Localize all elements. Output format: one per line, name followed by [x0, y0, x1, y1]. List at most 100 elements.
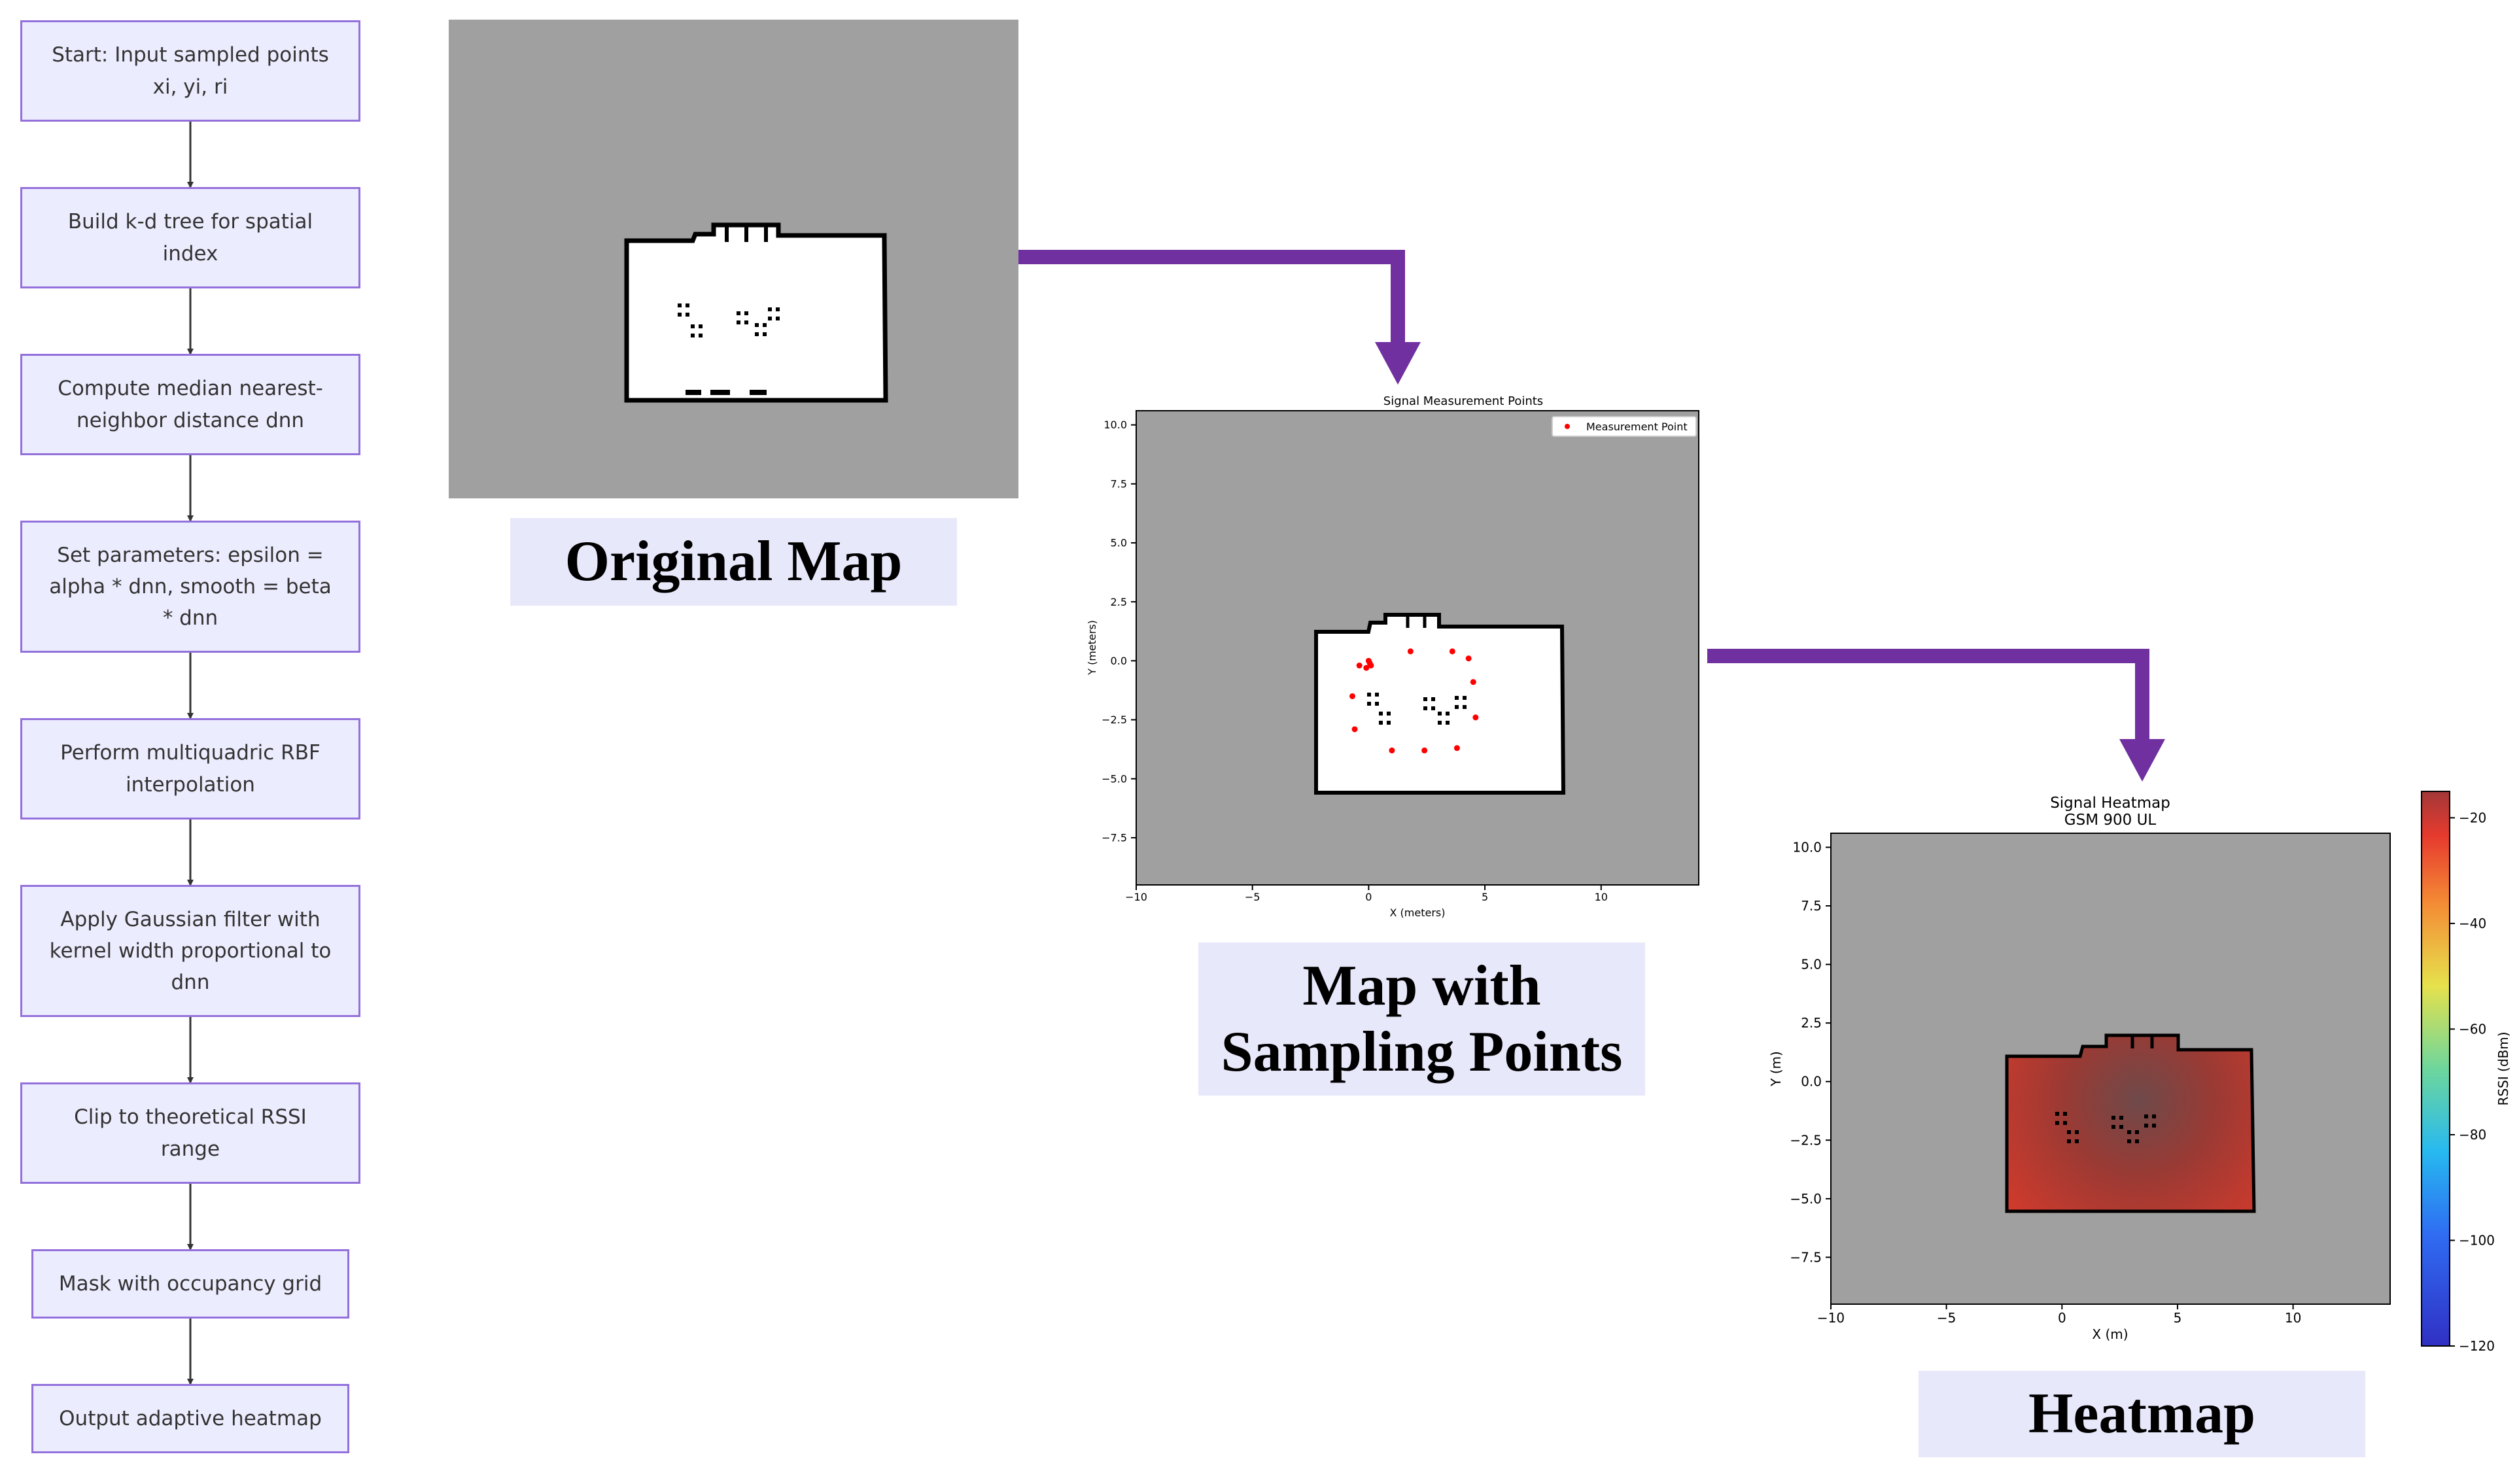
heatmap-plot-frame: [1830, 833, 2391, 1305]
colorbar-tick-label: −60: [2459, 1021, 2486, 1037]
measurement-point: [1363, 664, 1370, 671]
scatter-y-tick-label: −2.5: [1102, 714, 1127, 726]
legend: Measurement Point: [1552, 416, 1697, 437]
heatmap-x-tick-label: −5: [1937, 1310, 1956, 1326]
scatter-y-tick-label: 7.5: [1111, 477, 1127, 490]
heatmap-field: [2005, 1033, 2256, 1213]
scatter-x-tick-label: −5: [1245, 891, 1260, 903]
caption-text-line2: Sampling Points: [1221, 1020, 1623, 1084]
measurement-point: [1465, 655, 1472, 662]
measurement-point: [1356, 663, 1363, 669]
measurement-point: [1453, 745, 1460, 751]
arrow-original-to-sampling: [1018, 250, 1405, 342]
colorbar-tick-label: −80: [2459, 1127, 2486, 1143]
legend-marker: [1565, 424, 1570, 429]
colorbar-tick-label: −120: [2459, 1338, 2495, 1354]
heatmap-y-tick-label: −7.5: [1790, 1249, 1822, 1265]
colorbar-tick-label: −40: [2459, 916, 2486, 931]
heatmap-y-tick-label: −2.5: [1790, 1132, 1822, 1148]
heatmap-x-tick-label: 5: [2174, 1310, 2182, 1326]
scatter-y-tick-label: −5.0: [1102, 772, 1127, 785]
heatmap-y-tick-label: 7.5: [1801, 898, 1822, 914]
scatter-x-tick-label: 10: [1595, 891, 1608, 903]
caption-text-line1: Map with: [1302, 954, 1541, 1018]
flow-step-mask-occupancy: Mask with occupancy grid: [31, 1249, 349, 1319]
scatter-floorplan: [1314, 613, 1566, 795]
flow-step-label: Mask with occupancy grid: [58, 1271, 322, 1296]
flow-step-set-parameters: Set parameters: epsilon = alpha * dnn, s…: [20, 521, 360, 653]
colorbar-tick-label: −100: [2459, 1232, 2495, 1248]
scatter-y-tick-label: 10.0: [1103, 419, 1127, 431]
caption-original-map: Original Map: [510, 518, 957, 606]
flow-step-kd-tree: Build k-d tree for spatial index: [20, 187, 360, 288]
colorbar-tick-label: −20: [2459, 810, 2486, 825]
flow-step-label: Set parameters: epsilon = alpha * dnn, s…: [49, 543, 332, 630]
measurement-point: [1449, 648, 1455, 655]
heatmap-y-tick-label: 10.0: [1792, 839, 1822, 855]
flow-step-label: Apply Gaussian filter with kernel width …: [49, 907, 332, 995]
measurement-point: [1421, 747, 1428, 753]
scatter-y-tick-label: −7.5: [1102, 831, 1127, 844]
caption-heatmap: Heatmap: [1919, 1371, 2365, 1457]
y-axis-label: Y (meters): [1086, 620, 1098, 676]
flow-step-median-distance: Compute median nearest-neighbor distance…: [20, 354, 360, 455]
flow-step-gaussian-filter: Apply Gaussian filter with kernel width …: [20, 885, 360, 1017]
arrow-sampling-to-heatmap: [1707, 649, 2149, 739]
measurement-point: [1351, 726, 1358, 733]
flow-step-label: Compute median nearest-neighbor distance…: [58, 377, 323, 432]
arrow-head: [1375, 342, 1421, 385]
occupancy-floorplan: [624, 222, 888, 403]
scatter-y-tick-label: 0.0: [1111, 655, 1127, 667]
x-axis-label: X (meters): [1390, 906, 1446, 919]
flow-step-clip-rssi: Clip to theoretical RSSI range: [20, 1082, 360, 1184]
measurement-point: [1389, 747, 1395, 753]
measurement-point: [1470, 679, 1476, 685]
flow-step-start: Start: Input sampled points xi, yi, ri: [20, 20, 360, 122]
heatmap-y-tick-label: 5.0: [1801, 957, 1822, 973]
heatmap-subtitle: GSM 900 UL: [2064, 812, 2157, 829]
heatmap-y-label: Y (m): [1768, 1051, 1784, 1087]
flow-step-label: Clip to theoretical RSSI range: [74, 1105, 307, 1161]
arrow-head: [2119, 739, 2165, 782]
flow-step-rbf-interpolation: Perform multiquadric RBF interpolation: [20, 718, 360, 820]
flow-step-label: Build k-d tree for spatial index: [67, 210, 313, 266]
heatmap-y-tick-label: 2.5: [1801, 1015, 1822, 1031]
flow-step-label: Perform multiquadric RBF interpolation: [60, 741, 321, 797]
y-axis-ticks: 10.0 7.5 5.0 2.5 0.0 −2.5 −5.0 −7.5: [1102, 419, 1136, 844]
x-axis-ticks: −10 −5 0 5 10: [1125, 885, 1608, 903]
heatmap-title: Signal Heatmap: [2050, 795, 2170, 812]
plot-frame: [1136, 410, 1699, 886]
flow-step-label: Start: Input sampled points xi, yi, ri: [52, 43, 329, 99]
heatmap-y-tick-label: −5.0: [1790, 1191, 1822, 1207]
heatmap-y-ticks: 10.0 7.5 5.0 2.5 0.0 −2.5 −5.0 −7.5: [1790, 839, 1831, 1265]
measurement-point: [1472, 714, 1479, 721]
caption-text: Heatmap: [2028, 1382, 2256, 1446]
measurement-point: [1349, 693, 1355, 699]
measurement-point: [1407, 648, 1414, 655]
measurement-point: [1366, 660, 1373, 666]
colorbar-ticks: −20 −40 −60 −80 −100 −120: [2450, 810, 2495, 1354]
scatter-x-tick-label: 5: [1482, 891, 1488, 903]
chart-title: Signal Measurement Points: [1383, 394, 1543, 408]
caption-sampling-points: Map with Sampling Points: [1198, 942, 1645, 1096]
caption-text: Original Map: [565, 530, 903, 594]
colorbar-label: RSSI (dBm): [2495, 1031, 2511, 1105]
scatter-y-tick-label: 2.5: [1111, 596, 1127, 608]
flow-step-label: Output adaptive heatmap: [59, 1406, 322, 1430]
scatter-x-tick-label: 0: [1365, 891, 1372, 903]
heatmap-x-tick-label: 0: [2058, 1310, 2066, 1326]
original-map-image: [449, 20, 1018, 498]
heatmap-y-tick-label: 0.0: [1801, 1074, 1822, 1090]
heatmap-x-label: X (m): [2092, 1326, 2128, 1342]
colorbar: [2421, 791, 2450, 1347]
flow-step-output-heatmap: Output adaptive heatmap: [31, 1384, 349, 1453]
heatmap-x-tick-label: 10: [2285, 1310, 2301, 1326]
scatter-x-tick-label: −10: [1125, 891, 1147, 903]
scatter-points: [1349, 648, 1479, 753]
legend-label: Measurement Point: [1586, 421, 1688, 433]
scatter-y-tick-label: 5.0: [1111, 537, 1127, 549]
